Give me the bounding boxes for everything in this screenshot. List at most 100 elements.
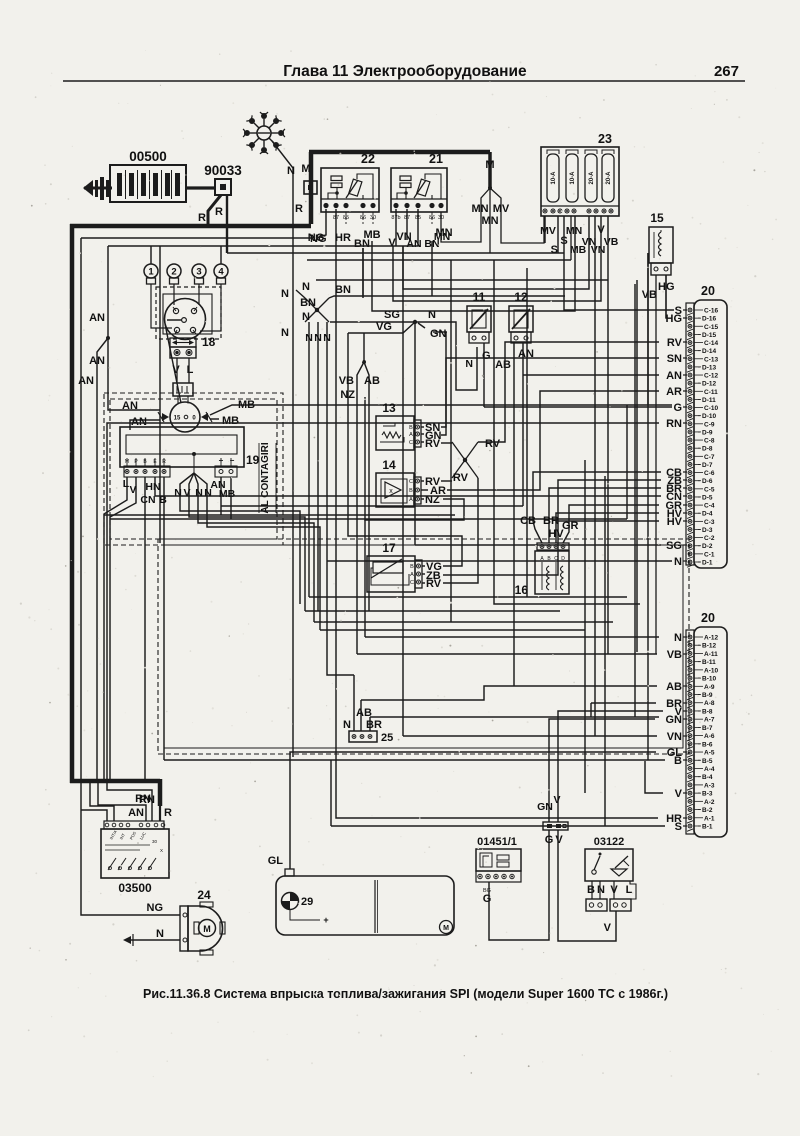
svg-text:HG: HG: [666, 313, 683, 325]
svg-text:19: 19: [246, 453, 260, 467]
svg-text:M: M: [203, 924, 211, 934]
svg-text:GN: GN: [430, 328, 447, 340]
svg-text:NG: NG: [147, 902, 164, 914]
svg-text:ZB: ZB: [426, 570, 441, 582]
svg-text:B-1: B-1: [702, 823, 713, 830]
svg-text:B: B: [587, 884, 595, 896]
svg-text:B: B: [410, 564, 414, 570]
svg-text:D-1: D-1: [702, 559, 713, 566]
svg-text:B-4: B-4: [702, 774, 713, 781]
svg-text:AN: AN: [210, 479, 225, 491]
svg-text:GN: GN: [425, 430, 442, 442]
svg-text:B-9: B-9: [702, 692, 713, 699]
svg-text:VN: VN: [591, 244, 606, 256]
svg-text:BN: BN: [335, 284, 351, 296]
svg-text:D-14: D-14: [702, 348, 716, 355]
svg-text:B-3: B-3: [702, 791, 713, 798]
svg-text:AN: AN: [518, 348, 534, 360]
svg-text:S: S: [675, 821, 682, 833]
svg-text:NZ: NZ: [340, 389, 355, 401]
svg-text:C-12: C-12: [704, 373, 718, 380]
svg-text:VG: VG: [426, 561, 442, 573]
svg-text:C-10: C-10: [704, 405, 718, 412]
svg-text:x: x: [389, 488, 393, 495]
svg-text:18: 18: [202, 335, 216, 349]
svg-text:N: N: [174, 487, 182, 499]
svg-text:A-5: A-5: [704, 750, 715, 757]
svg-text:N: N: [674, 632, 682, 644]
svg-text:AB: AB: [364, 375, 380, 387]
svg-text:AN: AN: [666, 370, 682, 382]
svg-text:MN: MN: [434, 231, 450, 243]
svg-text:G: G: [673, 402, 682, 414]
svg-text:VB: VB: [642, 289, 657, 301]
svg-text:15: 15: [650, 211, 664, 225]
svg-text:MB: MB: [363, 229, 380, 241]
svg-text:D-11: D-11: [702, 397, 716, 404]
svg-text:A-3: A-3: [704, 782, 715, 789]
svg-text:VG: VG: [376, 321, 392, 333]
svg-text:267: 267: [714, 63, 739, 80]
svg-text:D-13: D-13: [702, 364, 716, 371]
svg-text:V: V: [604, 922, 612, 934]
svg-text:HV: HV: [548, 528, 564, 540]
svg-text:MN: MN: [566, 225, 582, 237]
svg-text:90033: 90033: [204, 163, 242, 178]
svg-text:N: N: [428, 309, 436, 321]
svg-text:RV: RV: [485, 438, 501, 450]
svg-text:B-5: B-5: [702, 758, 713, 765]
svg-text:N: N: [302, 311, 310, 323]
svg-text:B: B: [159, 494, 167, 506]
svg-text:C-15: C-15: [704, 324, 718, 331]
svg-text:S: S: [551, 244, 558, 256]
svg-text:N: N: [302, 281, 310, 293]
svg-text:V: V: [675, 706, 683, 718]
svg-text:GN: GN: [666, 714, 683, 726]
svg-text:C-8: C-8: [704, 438, 715, 445]
svg-text:AL CONTAGIRI: AL CONTAGIRI: [260, 442, 271, 514]
svg-text:N: N: [195, 487, 203, 499]
svg-text:R: R: [215, 206, 223, 218]
svg-text:13: 13: [382, 401, 396, 415]
svg-text:C-2: C-2: [704, 535, 715, 542]
svg-text:0: 0: [192, 416, 196, 422]
svg-text:AR: AR: [430, 485, 446, 497]
svg-text:V: V: [675, 788, 683, 800]
svg-text:A-11: A-11: [704, 651, 718, 658]
svg-text:M: M: [301, 163, 310, 175]
svg-text:AN: AN: [122, 400, 138, 412]
svg-text:MN: MN: [481, 215, 498, 227]
svg-text:29: 29: [301, 896, 313, 908]
svg-text:D-8: D-8: [702, 446, 713, 453]
svg-text:AN: AN: [131, 416, 147, 428]
svg-text:10-A: 10-A: [570, 171, 576, 185]
svg-text:BN: BN: [354, 238, 370, 250]
svg-text:B-8: B-8: [702, 708, 713, 715]
svg-text:30: 30: [152, 839, 158, 844]
svg-text:CB: CB: [666, 467, 682, 479]
svg-text:RN: RN: [139, 794, 155, 806]
svg-text:BG: BG: [483, 888, 491, 894]
svg-text:01451/1: 01451/1: [477, 836, 517, 848]
svg-text:G: G: [482, 350, 491, 362]
svg-text:V: V: [129, 484, 136, 496]
svg-text:C-6: C-6: [704, 470, 715, 477]
svg-text:+: +: [323, 915, 328, 925]
svg-text:B: B: [409, 425, 413, 431]
svg-text:N: N: [465, 358, 473, 370]
svg-text:CN: CN: [140, 494, 155, 506]
svg-text:C-5: C-5: [704, 486, 715, 493]
svg-text:N: N: [204, 487, 212, 499]
svg-text:M: M: [485, 159, 494, 171]
svg-text:GR: GR: [562, 520, 579, 532]
svg-text:SN: SN: [667, 353, 682, 365]
svg-text:HR: HR: [666, 813, 682, 825]
svg-text:AN: AN: [89, 312, 105, 324]
svg-text:VB: VB: [667, 649, 682, 661]
svg-text:−: −: [230, 456, 235, 465]
svg-text:N: N: [597, 884, 605, 896]
svg-text:AB: AB: [666, 681, 682, 693]
svg-text:21: 21: [429, 152, 443, 166]
svg-text:V: V: [388, 237, 396, 249]
svg-text:NZ: NZ: [425, 494, 440, 506]
